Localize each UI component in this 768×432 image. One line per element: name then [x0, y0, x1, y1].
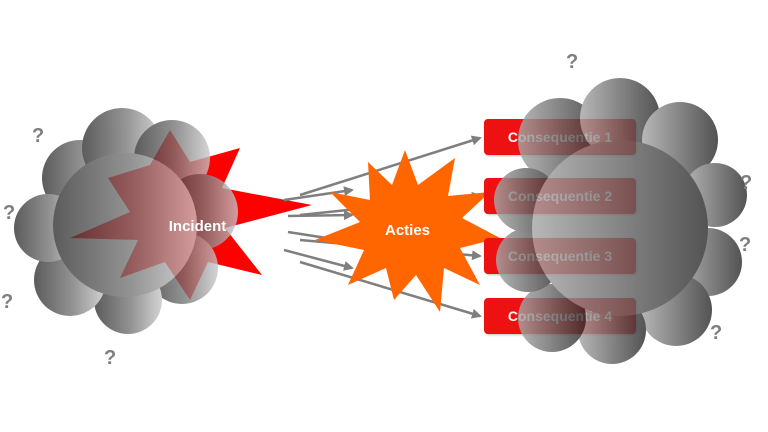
consequence-label: Consequentie 1: [507, 129, 613, 145]
question-mark: ?: [740, 172, 753, 194]
arrow-icon: [283, 248, 354, 271]
arrow-icon: [299, 260, 482, 319]
incident-burst-icon: [70, 130, 312, 300]
consequence-box-4: Consequentie 4: [484, 298, 636, 334]
acties-burst-icon: [315, 150, 500, 312]
question-mark: ?: [1, 291, 14, 313]
consequence-label: Consequentie 4: [507, 308, 613, 324]
consequence-label: Consequentie 2: [507, 188, 613, 204]
consequence-box-3: Consequentie 3: [484, 238, 636, 274]
incident-label: Incident: [168, 218, 227, 235]
question-mark: ?: [104, 347, 117, 369]
consequence-box-1: Consequentie 1: [484, 119, 636, 155]
question-mark: ?: [739, 234, 752, 256]
question-mark: ?: [3, 202, 16, 224]
arrow-icon: [283, 186, 354, 202]
question-mark: ?: [566, 51, 579, 73]
arrow-icon: [287, 210, 354, 221]
consequence-box-2: Consequentie 2: [484, 178, 636, 214]
question-mark: ?: [32, 125, 45, 147]
consequence-label: Consequentie 3: [507, 248, 613, 264]
arrow-icon: [299, 135, 482, 197]
acties-label: Acties: [384, 222, 431, 239]
question-mark: ?: [710, 322, 723, 344]
